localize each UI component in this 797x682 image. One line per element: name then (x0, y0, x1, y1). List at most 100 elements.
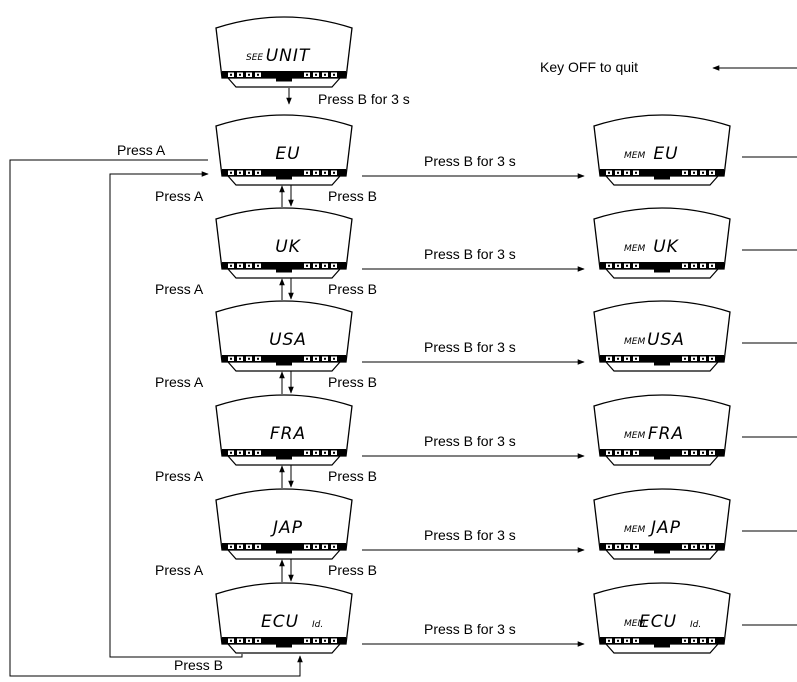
temp-icon-glyph (257, 451, 259, 454)
flow-lines (9, 65, 797, 677)
gear-icon-glyph (315, 545, 317, 548)
screen-base (604, 268, 720, 279)
screen-body (593, 114, 731, 177)
screen-base (226, 268, 342, 279)
key-strip (600, 543, 724, 550)
press-a-label: Press A (155, 374, 204, 390)
left-arrow-icon-glyph (230, 73, 232, 76)
gear-icon-glyph (693, 171, 695, 174)
right-arrow-icon-glyph (333, 451, 335, 454)
center-key (276, 643, 292, 648)
center-key (654, 455, 670, 460)
screen-base (226, 361, 342, 372)
inner-loop (109, 171, 243, 658)
fuel-icon-glyph (248, 73, 250, 76)
lamp-icon-glyph (617, 171, 619, 174)
left-arrow-icon-glyph (230, 451, 232, 454)
screen-body (593, 582, 731, 645)
lamp-icon-glyph (617, 451, 619, 454)
n-icon-glyph (306, 545, 308, 548)
right-arrow-icon-glyph (333, 639, 335, 642)
key-strip (600, 169, 724, 176)
display-prefix: MEM (624, 525, 645, 535)
press-a-label: Press A (155, 188, 204, 204)
n-icon-glyph (684, 639, 686, 642)
battery-icon-glyph (702, 639, 704, 642)
screen-unit-ecu: ECU Id. (215, 582, 353, 654)
center-key (276, 361, 292, 366)
press-a-label: Press A (155, 562, 204, 578)
temp-icon-glyph (635, 545, 637, 548)
n-icon-glyph (306, 357, 308, 360)
screen-body (215, 114, 353, 177)
gear-icon-glyph (693, 357, 695, 360)
battery-icon-glyph (324, 171, 326, 174)
battery-icon-glyph (702, 264, 704, 267)
temp-icon-glyph (257, 171, 259, 174)
fuel-icon-glyph (248, 264, 250, 267)
lamp-icon-glyph (239, 451, 241, 454)
screen-unit-jap: JAP (215, 488, 353, 560)
display-suffix: Id. (690, 620, 701, 630)
press-b-label: Press B (328, 562, 377, 578)
press-b-label: Press B (328, 374, 377, 390)
lamp-icon-glyph (617, 639, 619, 642)
display-prefix: MEM (624, 431, 645, 441)
n-icon-glyph (306, 639, 308, 642)
temp-icon-glyph (635, 451, 637, 454)
display-suffix: Id. (312, 620, 323, 630)
center-key (654, 268, 670, 273)
right-arrow-icon-glyph (711, 451, 713, 454)
display-value: FRA (270, 424, 306, 444)
n-icon-glyph (684, 451, 686, 454)
battery-icon-glyph (324, 357, 326, 360)
display-prefix: MEM (624, 619, 645, 629)
battery-icon-glyph (324, 264, 326, 267)
gear-icon-glyph (693, 639, 695, 642)
battery-icon-glyph (702, 357, 704, 360)
battery-icon-glyph (702, 171, 704, 174)
confirm-label: Press B for 3 s (424, 527, 516, 543)
display-value: ECU (639, 612, 677, 632)
temp-icon-glyph (257, 639, 259, 642)
temp-icon-glyph (635, 639, 637, 642)
lamp-icon-glyph (239, 357, 241, 360)
n-icon-glyph (306, 73, 308, 76)
key-strip (222, 71, 346, 78)
left-arrow-icon-glyph (608, 171, 610, 174)
left-arrow-icon-glyph (230, 264, 232, 267)
confirm-label: Press B for 3 s (424, 621, 516, 637)
display-value: ECU (261, 612, 299, 632)
screen-base (226, 77, 342, 88)
lamp-icon-glyph (617, 264, 619, 267)
display-value: UK (275, 237, 301, 257)
right-arrow-icon-glyph (333, 73, 335, 76)
screen-body (215, 207, 353, 270)
gear-icon-glyph (315, 264, 317, 267)
outer-loop (9, 159, 303, 677)
display-prefix: MEM (624, 244, 645, 254)
temp-icon-glyph (257, 545, 259, 548)
screen-base (226, 455, 342, 466)
battery-icon-glyph (324, 639, 326, 642)
gear-icon-glyph (315, 357, 317, 360)
press-b-label: Press B (328, 281, 377, 297)
display-value: USA (269, 330, 307, 350)
fuel-icon-glyph (626, 171, 628, 174)
press-b-label: Press B (328, 188, 377, 204)
screen-body (593, 300, 731, 363)
fuel-icon-glyph (248, 357, 250, 360)
left-arrow-icon-glyph (608, 357, 610, 360)
fuel-icon-glyph (248, 545, 250, 548)
confirm-label: Press B for 3 s (424, 246, 516, 262)
fuel-icon-glyph (626, 451, 628, 454)
screen-base (604, 175, 720, 186)
temp-icon-glyph (635, 264, 637, 267)
lamp-icon-glyph (617, 545, 619, 548)
lamp-icon-glyph (617, 357, 619, 360)
confirm-label: Press B for 3 s (424, 433, 516, 449)
screen-body (593, 394, 731, 457)
key-strip (600, 262, 724, 269)
